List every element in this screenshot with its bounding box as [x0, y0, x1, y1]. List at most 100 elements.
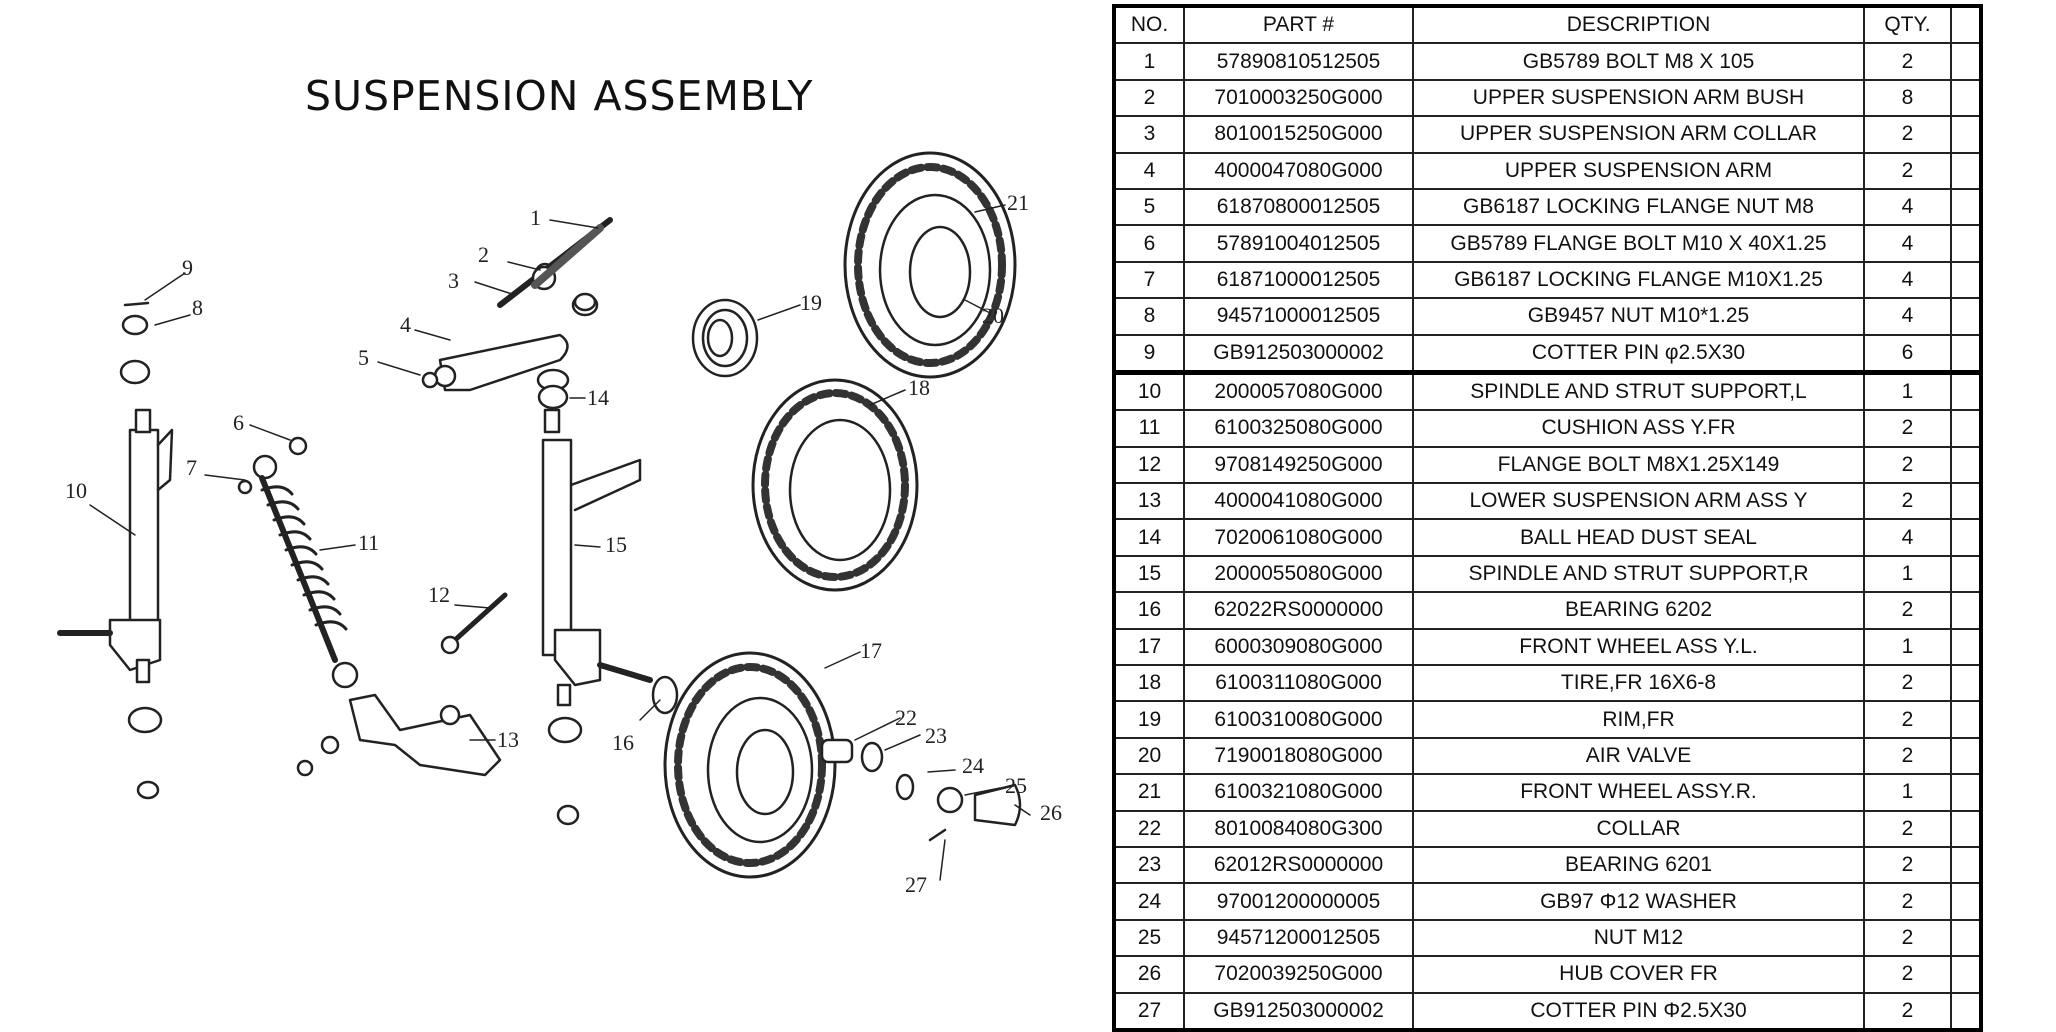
callout-4: 4	[400, 312, 411, 337]
cell-no: 18	[1113, 664, 1185, 703]
cell-qty: 2	[1863, 736, 1952, 776]
page-title: SUSPENSION ASSEMBLY	[305, 72, 814, 120]
cell-qty: 2	[1863, 882, 1952, 921]
cell-no: 1	[1113, 42, 1185, 81]
header-no: NO.	[1113, 4, 1185, 45]
cell-no: 22	[1113, 809, 1185, 848]
header-blank	[1950, 4, 1982, 45]
cell-description: BEARING 6201	[1412, 845, 1865, 885]
cell-qty: 2	[1863, 664, 1952, 703]
callout-6: 6	[233, 410, 244, 435]
cell-no: 10	[1113, 369, 1185, 412]
cell-description: BALL HEAD DUST SEAL	[1412, 518, 1865, 557]
cell-blank	[1950, 845, 1982, 885]
cell-no: 21	[1113, 773, 1185, 812]
cell-qty: 4	[1863, 297, 1952, 336]
cell-qty: 2	[1863, 42, 1952, 81]
callout-11: 11	[358, 530, 379, 555]
cell-no: 4	[1113, 151, 1185, 190]
cell-blank	[1950, 297, 1982, 336]
cell-blank	[1950, 700, 1982, 739]
cell-blank	[1950, 42, 1982, 81]
cell-blank	[1950, 445, 1982, 485]
cell-qty: 2	[1863, 991, 1952, 1031]
cell-no: 14	[1113, 518, 1185, 557]
header-description: DESCRIPTION	[1412, 4, 1865, 45]
cell-blank	[1950, 78, 1982, 118]
cell-description: SPINDLE AND STRUT SUPPORT,L	[1412, 369, 1865, 412]
cell-qty: 2	[1863, 482, 1952, 521]
cell-no: 19	[1113, 700, 1185, 739]
cell-blank	[1950, 260, 1982, 300]
rim-drawing	[691, 298, 759, 378]
cell-part-number: 2000057080G000	[1183, 369, 1414, 412]
cell-part-number: 9708149250G000	[1183, 445, 1414, 485]
cell-description: UPPER SUSPENSION ARM COLLAR	[1412, 115, 1865, 154]
cell-part-number: 61871000012505	[1183, 260, 1414, 300]
cell-qty: 1	[1863, 773, 1952, 812]
cell-part-number: 4000047080G000	[1183, 151, 1414, 190]
cell-qty: 1	[1863, 554, 1952, 594]
cell-description: GB5789 FLANGE BOLT M10 X 40X1.25	[1412, 224, 1865, 263]
callout-5: 5	[358, 345, 369, 370]
right-strut-drawing	[537, 292, 679, 826]
callout-1: 1	[530, 205, 541, 230]
cell-blank	[1950, 918, 1982, 958]
callout-12: 12	[428, 582, 450, 607]
cell-qty: 8	[1863, 78, 1952, 118]
cell-part-number: 61870800012505	[1183, 187, 1414, 227]
cell-description: CUSHION ASS Y.FR	[1412, 409, 1865, 448]
cell-no: 7	[1113, 260, 1185, 300]
shock-absorber-drawing	[237, 436, 359, 689]
cell-description: LOWER SUSPENSION ARM ASS Y	[1412, 482, 1865, 521]
cell-no: 15	[1113, 554, 1185, 594]
wheel-left-drawing	[663, 651, 837, 879]
cell-blank	[1950, 773, 1982, 812]
cell-blank	[1950, 882, 1982, 921]
cell-description: GB6187 LOCKING FLANGE M10X1.25	[1412, 260, 1865, 300]
cell-no: 3	[1113, 115, 1185, 154]
cell-description: AIR VALVE	[1412, 736, 1865, 776]
cell-part-number: GB912503000002	[1183, 991, 1414, 1031]
cell-blank	[1950, 591, 1982, 630]
wheel-right-drawing	[843, 151, 1017, 379]
cell-description: GB6187 LOCKING FLANGE NUT M8	[1412, 187, 1865, 227]
cell-qty: 2	[1863, 409, 1952, 448]
callout-16: 16	[612, 730, 634, 755]
cell-qty: 4	[1863, 518, 1952, 557]
callout-8: 8	[192, 295, 203, 320]
cell-description: UPPER SUSPENSION ARM	[1412, 151, 1865, 190]
cell-description: GB97 Φ12 WASHER	[1412, 882, 1865, 921]
exploded-parts-diagram: 1 2 3 4 5 6 7 8 9 10 11 12 13 14 15 16 1…	[57, 151, 1062, 897]
callout-26: 26	[1040, 800, 1062, 825]
callout-9: 9	[182, 255, 193, 280]
cell-part-number: 7010003250G000	[1183, 78, 1414, 118]
callout-27: 27	[905, 872, 927, 897]
cell-qty: 4	[1863, 224, 1952, 263]
cell-description: GB9457 NUT M10*1.25	[1412, 297, 1865, 336]
callout-3: 3	[448, 268, 459, 293]
table-header-row: NO. PART # DESCRIPTION QTY.	[1113, 4, 1982, 45]
cell-no: 6	[1113, 224, 1185, 263]
cell-blank	[1950, 187, 1982, 227]
cell-part-number: 7020061080G000	[1183, 518, 1414, 557]
callout-7: 7	[186, 455, 197, 480]
cell-qty: 4	[1863, 187, 1952, 227]
cell-no: 25	[1113, 918, 1185, 958]
cell-qty: 1	[1863, 627, 1952, 667]
